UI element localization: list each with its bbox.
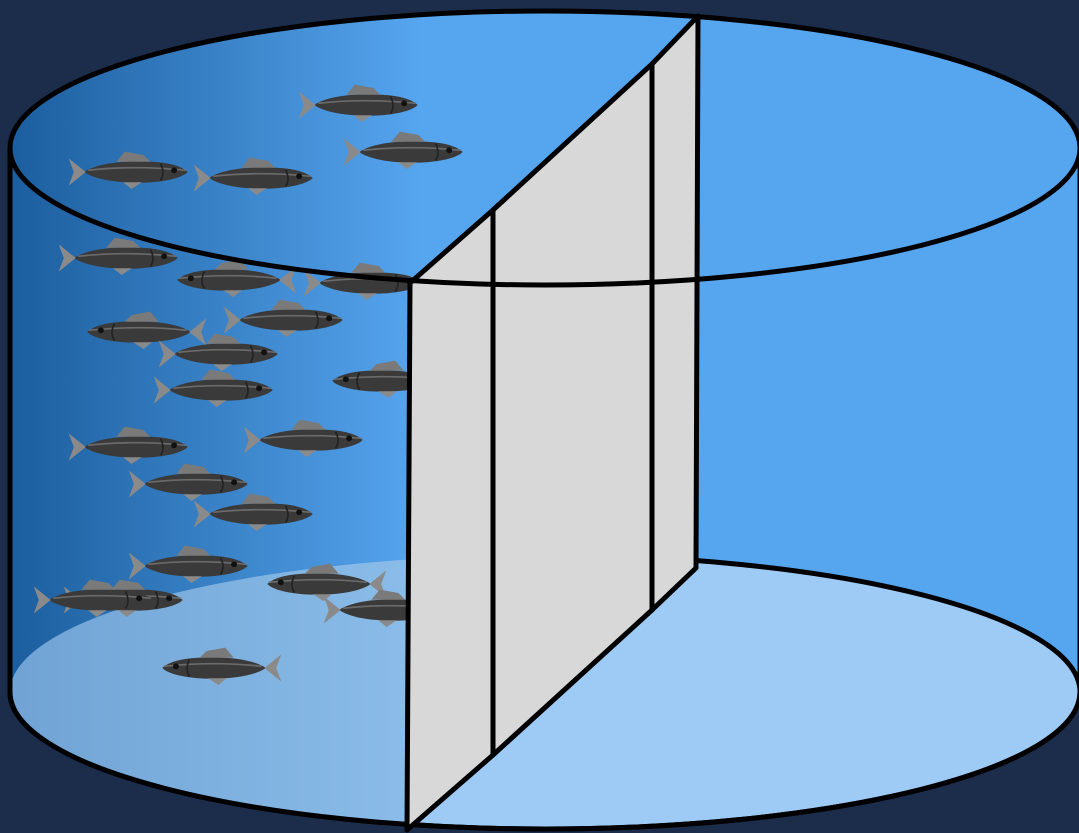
tank-illustration [0, 0, 1079, 833]
tank-diagram [0, 0, 1079, 833]
